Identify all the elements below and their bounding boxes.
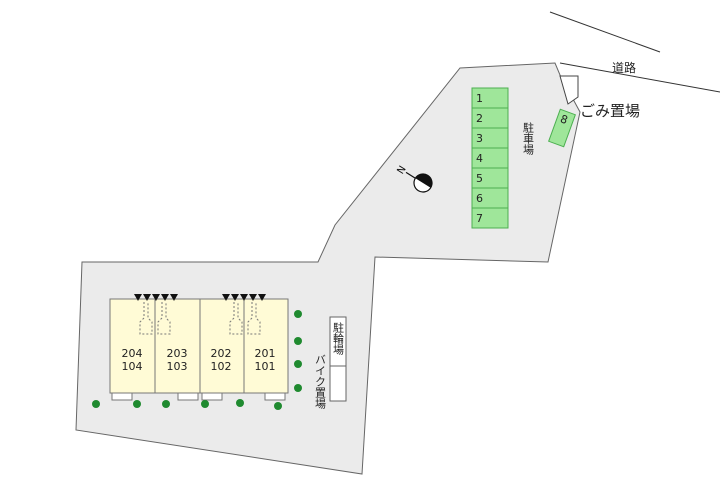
unit-number-upper: 204	[122, 347, 143, 360]
tree-icon	[294, 360, 302, 368]
tree-icon	[236, 399, 244, 407]
road-edge-line	[559, 62, 720, 93]
unit-number-upper: 202	[211, 347, 232, 360]
motorbike-parking-label: バイク置場	[314, 354, 327, 410]
stairs	[247, 302, 261, 335]
parking-space-8-label: 8	[558, 112, 569, 127]
parking-space-label: 7	[476, 212, 483, 225]
stairs	[157, 302, 171, 335]
unit-number-lower: 101	[255, 360, 276, 373]
unit-number-upper: 201	[255, 347, 276, 360]
parking-space-label: 4	[476, 152, 483, 165]
road-label: 道路	[612, 60, 636, 75]
tree-icon	[92, 400, 100, 408]
parking-space-label: 1	[476, 92, 483, 105]
parking-label: 駐車場	[522, 121, 535, 156]
unit-number-lower: 104	[122, 360, 143, 373]
balcony	[111, 392, 133, 401]
tree-icon	[294, 310, 302, 318]
tree-icon	[274, 402, 282, 410]
balcony	[264, 392, 286, 401]
garbage-label: ごみ置場	[580, 102, 640, 120]
tree-icon	[201, 400, 209, 408]
tree-icon	[294, 337, 302, 345]
parking-space-label: 6	[476, 192, 483, 205]
unit-number-lower: 103	[167, 360, 188, 373]
stairs	[229, 302, 243, 335]
tree-icon	[162, 400, 170, 408]
parking-space-8: 8	[548, 108, 576, 148]
tree-icon	[294, 384, 302, 392]
unit-number-upper: 203	[167, 347, 188, 360]
stairs	[139, 302, 153, 335]
unit-number-lower: 102	[211, 360, 232, 373]
road-edge-line	[549, 11, 661, 53]
motorbike-parking	[329, 365, 347, 402]
entrance-arrows	[134, 294, 266, 301]
balcony	[177, 392, 199, 401]
bicycle-parking-label: 駐輪場	[332, 321, 345, 356]
parking-space-label: 3	[476, 132, 483, 145]
garbage-area	[559, 75, 579, 105]
parking-space-label: 2	[476, 112, 483, 125]
apartment-building	[109, 298, 289, 394]
north-arrow-icon: N	[395, 164, 433, 193]
parking-space-label: 5	[476, 172, 483, 185]
trees	[92, 310, 302, 410]
parking-spaces: 1 2 3 4 5 6 7	[471, 87, 509, 229]
balcony	[201, 392, 223, 401]
tree-icon	[133, 400, 141, 408]
parking-space-7	[471, 207, 509, 229]
